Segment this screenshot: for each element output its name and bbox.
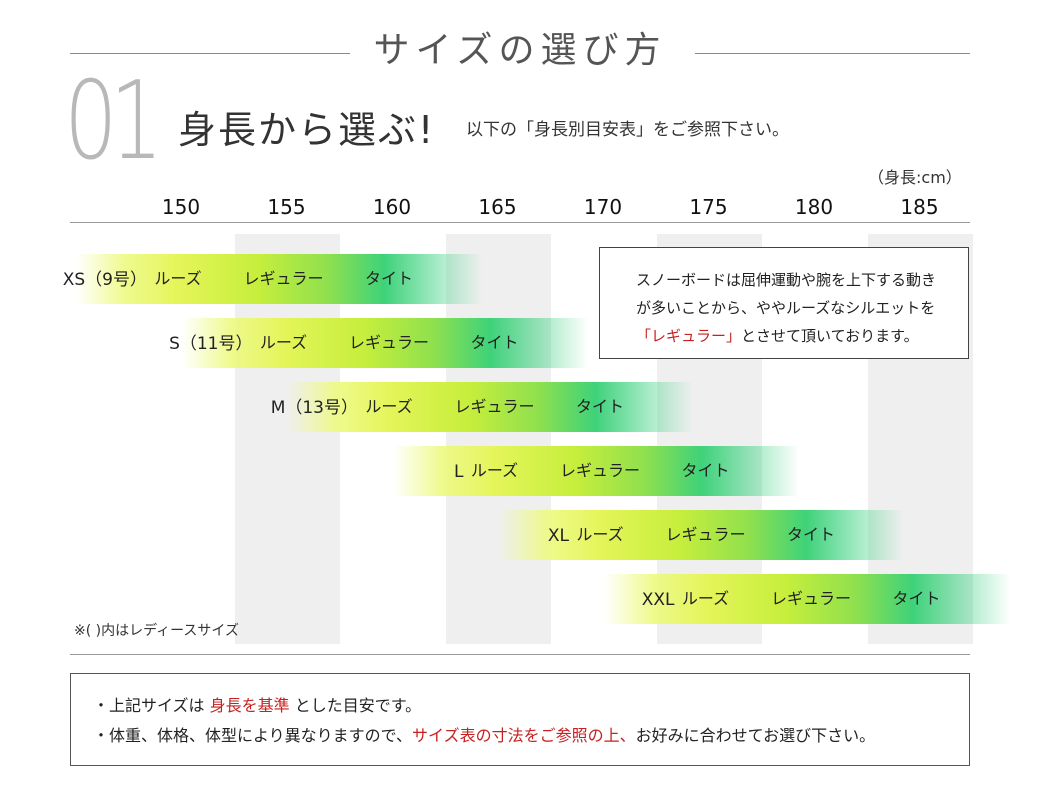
tick-label: 170	[583, 195, 623, 219]
note-line-2: ・体重、体格、体型により異なりますので、サイズ表の寸法をご参照の上、お好みに合わ…	[93, 721, 969, 751]
fit-label-regular: レギュラー	[454, 397, 535, 416]
fit-label-regular: レギュラー	[243, 269, 324, 288]
size-bar	[498, 510, 904, 560]
fit-label-tight: タイト	[470, 333, 519, 352]
fit-label-regular: レギュラー	[665, 525, 746, 544]
tick-label: 180	[794, 195, 834, 219]
tick-label: 165	[478, 195, 517, 219]
info-box: スノーボードは屈伸運動や腕を上下する動き が多いことから、ややルーズなシルエット…	[599, 247, 969, 359]
fit-label-tight: タイト	[892, 589, 941, 608]
note-2-text-a: ・体重、体格、体型により異なりますので、	[93, 726, 413, 745]
size-bar	[603, 574, 1010, 624]
note-line-1: ・上記サイズは 身長を基準 とした目安です。	[93, 691, 969, 721]
note-1-highlight: 身長を基準	[209, 696, 290, 715]
size-label: XXL	[641, 590, 675, 610]
note-2-text-b: お好みに合わせてお選び下さい。	[635, 726, 876, 745]
section-number: 01	[64, 59, 163, 184]
info-line-3-text: とさせて頂いております。	[741, 327, 919, 345]
note-1-text-a: ・上記サイズは	[93, 696, 210, 715]
info-line-3: 「レギュラー」とさせて頂いております。	[636, 322, 968, 350]
note-2-highlight: サイズ表の寸法をご参照の上、	[412, 726, 636, 745]
size-bar	[76, 254, 482, 304]
header-rule-right	[695, 53, 970, 54]
size-label: XL	[547, 526, 569, 546]
unit-label: （身長:cm）	[868, 168, 962, 187]
size-label: M（13号）	[270, 398, 358, 418]
fit-label-regular: レギュラー	[770, 589, 851, 608]
fit-label-loose: ルーズ	[470, 461, 519, 480]
fit-label-tight: タイト	[681, 461, 730, 480]
tick-label: 160	[372, 195, 412, 219]
section-title: 身長から選ぶ!	[178, 108, 436, 152]
fit-label-regular: レギュラー	[559, 461, 640, 480]
notes-box: ・上記サイズは 身長を基準 とした目安です。 ・体重、体格、体型により異なります…	[70, 673, 970, 766]
fit-label-loose: ルーズ	[576, 525, 624, 544]
tick-label: 150	[161, 195, 201, 219]
header-rule-left	[70, 53, 350, 54]
tick-label: 175	[689, 195, 728, 219]
footnote: ※( )内はレディースサイズ	[74, 623, 240, 639]
info-line-2: が多いことから、ややルーズなシルエットを	[636, 299, 936, 317]
fit-label-loose: ルーズ	[365, 397, 413, 416]
page-title: サイズの選び方	[373, 30, 667, 71]
fit-label-tight: タイト	[575, 397, 624, 416]
fit-label-tight: タイト	[786, 525, 835, 544]
section-note: 以下の「身長別目安表」をご参照下さい。	[466, 120, 789, 140]
size-label: L	[454, 462, 464, 482]
fit-label-loose: ルーズ	[681, 589, 730, 608]
separator	[70, 654, 970, 655]
note-1-text-b: とした目安です。	[289, 696, 422, 715]
tick-label: 155	[267, 195, 306, 219]
info-highlight: 「レギュラー」	[636, 327, 742, 345]
size-bar	[181, 318, 588, 368]
axis-line	[70, 222, 970, 223]
fit-label-loose: ルーズ	[259, 333, 308, 352]
size-bar	[392, 446, 799, 496]
size-label: XS（9号）	[62, 270, 147, 290]
fit-label-loose: ルーズ	[154, 269, 202, 288]
fit-label-tight: タイト	[364, 269, 413, 288]
size-bar	[287, 382, 693, 432]
tick-label: 185	[900, 195, 939, 219]
fit-label-regular: レギュラー	[348, 333, 429, 352]
size-label: S（11号）	[169, 334, 253, 354]
info-line-1: スノーボードは屈伸運動や腕を上下する動き	[636, 271, 937, 289]
